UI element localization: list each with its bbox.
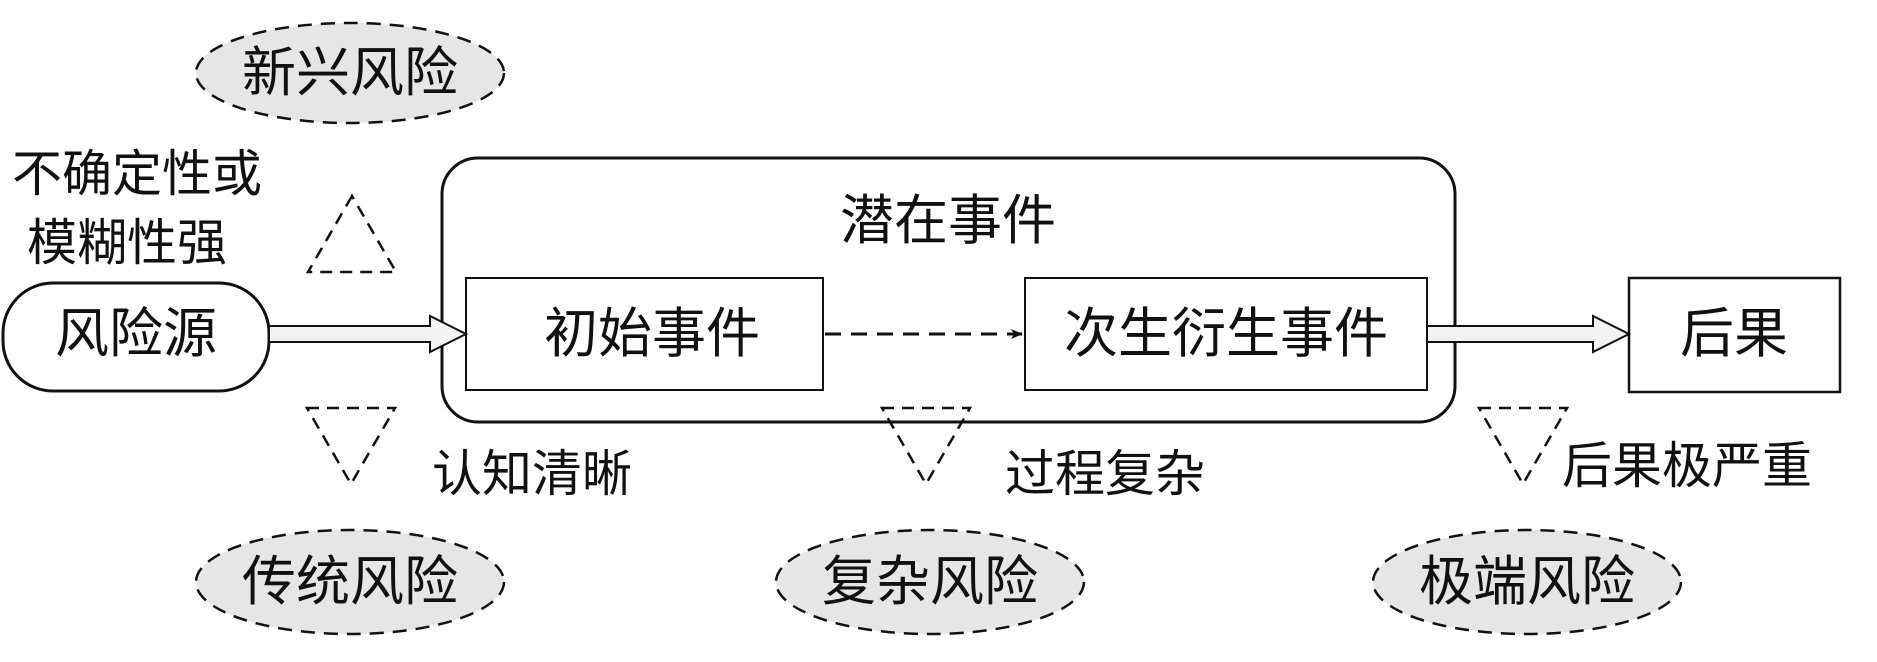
complex-risk-ellipse [774, 528, 1086, 636]
emerging-risk-label: 新兴风险 [242, 41, 458, 104]
hollow-arrow-secondary-to-consequence [1426, 314, 1632, 354]
triangle-down-right [1476, 406, 1570, 487]
uncertainty-label-line2: 模糊性强 [27, 214, 227, 272]
severe-consequence-label: 后果极严重 [1562, 437, 1812, 495]
triangle-down-middle [879, 406, 973, 487]
consequence-label: 后果 [1680, 302, 1788, 365]
emerging-risk-ellipse [194, 21, 506, 125]
uncertainty-label-line1: 不确定性或 [12, 145, 262, 203]
hollow-arrow-source-to-initial [268, 314, 469, 354]
extreme-risk-ellipse [1371, 528, 1683, 636]
triangle-up-left [305, 193, 399, 274]
secondary-event-label: 次生衍生事件 [1064, 302, 1388, 365]
traditional-risk-label: 传统风险 [242, 550, 458, 613]
clear-cognition-label: 认知清晰 [432, 445, 632, 503]
potential-event-label: 潜在事件 [840, 189, 1056, 252]
triangle-down-left [304, 406, 398, 487]
complex-process-label: 过程复杂 [1005, 445, 1205, 503]
complex-risk-label: 复杂风险 [822, 550, 1038, 613]
risk-source-label: 风险源 [55, 302, 217, 365]
consequence-box [1627, 276, 1842, 394]
initial-event-label: 初始事件 [544, 302, 760, 365]
extreme-risk-label: 极端风险 [1419, 550, 1635, 613]
secondary-event-box [1024, 277, 1428, 391]
traditional-risk-ellipse [194, 528, 506, 636]
